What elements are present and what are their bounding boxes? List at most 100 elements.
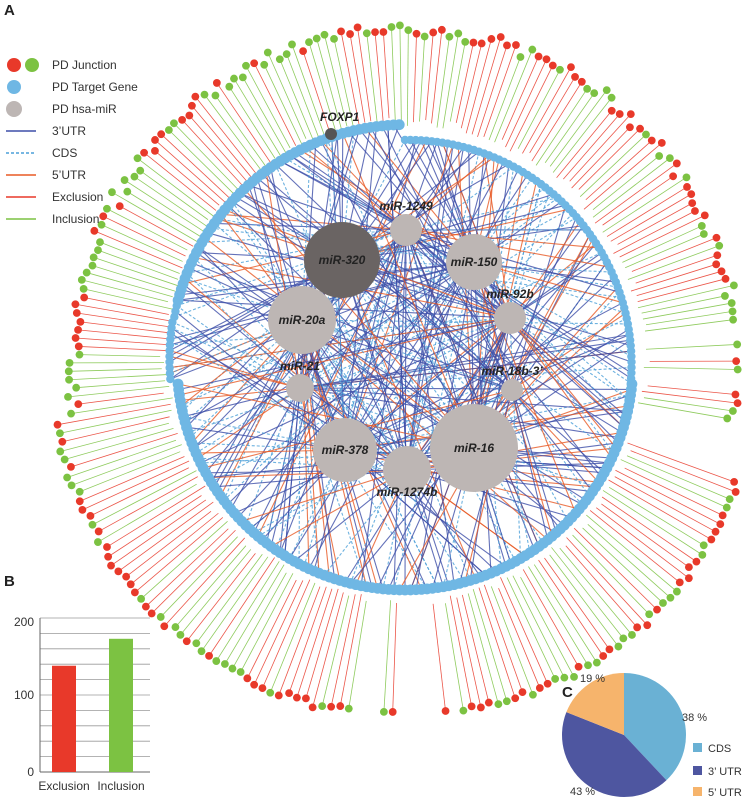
junction-node (77, 276, 86, 284)
junction-spoke (339, 594, 362, 707)
junction-node (200, 90, 209, 99)
junction-spoke (436, 36, 450, 128)
junction-node (72, 309, 81, 317)
junction-spoke (79, 354, 161, 357)
junction-spoke (94, 230, 183, 269)
regulation-edge (511, 389, 590, 497)
regulation-edge (509, 317, 631, 401)
junction-node (626, 123, 634, 132)
mirna-label-mir-150: miR-150 (451, 255, 498, 269)
junction-spoke (586, 514, 678, 592)
junction-spoke (366, 33, 378, 127)
junction-spoke (608, 486, 704, 546)
junction-node (626, 110, 635, 119)
junction-spoke (456, 597, 482, 708)
junction-node (72, 383, 81, 392)
junction-spoke (399, 25, 402, 126)
junction-spoke (224, 564, 285, 665)
regulation-edge (196, 252, 475, 449)
junction-spoke (97, 249, 179, 280)
legend-mirna-label: PD hsa-miR (52, 102, 117, 116)
mirna-label-mir-320: miR-320 (319, 253, 366, 267)
mirna-node-mir-378 (313, 418, 377, 482)
junction-spoke (288, 586, 327, 694)
junction-spoke (617, 202, 693, 245)
junction-node (299, 47, 307, 55)
junction-spoke (490, 586, 534, 695)
junction-spoke (137, 157, 215, 217)
regulation-edge (284, 157, 407, 231)
junction-node (388, 708, 397, 716)
junction-node (534, 52, 543, 61)
junction-spoke (566, 537, 648, 626)
regulation-edge (171, 327, 346, 451)
regulation-edge (191, 262, 513, 391)
junction-node (56, 447, 65, 456)
junction-node (731, 488, 740, 496)
junction-spoke (269, 582, 316, 693)
junction-node (721, 274, 730, 283)
junction-node (140, 148, 148, 157)
regulation-edge (184, 319, 303, 423)
junction-node (238, 73, 247, 82)
mirna-label-mir-1274b: miR-1274b (377, 485, 438, 499)
junction-spoke (573, 527, 658, 610)
regulation-edge (223, 261, 475, 501)
junction-node (67, 481, 76, 490)
junction-node (103, 543, 111, 551)
junction-spoke (75, 303, 173, 322)
junction-spoke (583, 142, 663, 210)
junction-node (176, 631, 185, 639)
junction-spoke (501, 56, 539, 140)
junction-spoke (608, 479, 712, 540)
junction-spoke (302, 50, 332, 136)
junction-node (715, 241, 724, 250)
junction-node (727, 299, 736, 307)
junction-spoke (333, 38, 355, 131)
junction-node (437, 25, 446, 34)
junction-spoke (232, 572, 287, 669)
junction-spoke (579, 134, 647, 197)
junction-node (511, 694, 520, 703)
junction-node (67, 409, 75, 418)
junction-node (633, 623, 642, 632)
regulation-edge (178, 299, 511, 319)
junction-node (567, 63, 575, 72)
junction-spoke (195, 96, 258, 175)
junction-node (79, 285, 88, 293)
junction-node (141, 602, 150, 611)
junction-spoke (549, 554, 619, 647)
junction-node (330, 34, 338, 43)
regulation-edge (231, 200, 513, 391)
junction-node (459, 706, 468, 715)
junction-node (82, 268, 91, 277)
pie-legend-5utr-swatch (693, 787, 702, 796)
junction-node (104, 552, 113, 561)
regulation-edge (342, 133, 475, 449)
regulation-edge (217, 218, 475, 263)
junction-spoke (106, 208, 188, 251)
junction-spoke (569, 113, 632, 182)
regulation-edge (473, 261, 502, 569)
junction-node (220, 660, 229, 668)
bar-xtick-exclusion: Exclusion (38, 779, 89, 793)
foxp1-node (325, 128, 337, 140)
regulation-edge (228, 205, 475, 449)
junction-spoke (551, 547, 624, 639)
regulation-edge (301, 319, 482, 578)
junction-node (108, 188, 116, 197)
junction-spoke (505, 59, 547, 148)
junction-node (243, 674, 252, 683)
junction-spoke (500, 577, 549, 684)
junction-spoke (103, 215, 186, 257)
regulation-edge (404, 229, 407, 591)
junction-spoke (139, 170, 209, 220)
junction-spokes (57, 25, 738, 712)
junction-node (228, 664, 237, 673)
junction-node (698, 550, 707, 559)
junction-node (99, 212, 108, 221)
junction-spoke (642, 302, 732, 320)
junction-spoke (488, 56, 521, 141)
junction-node (211, 91, 220, 100)
junction-node (94, 538, 102, 546)
